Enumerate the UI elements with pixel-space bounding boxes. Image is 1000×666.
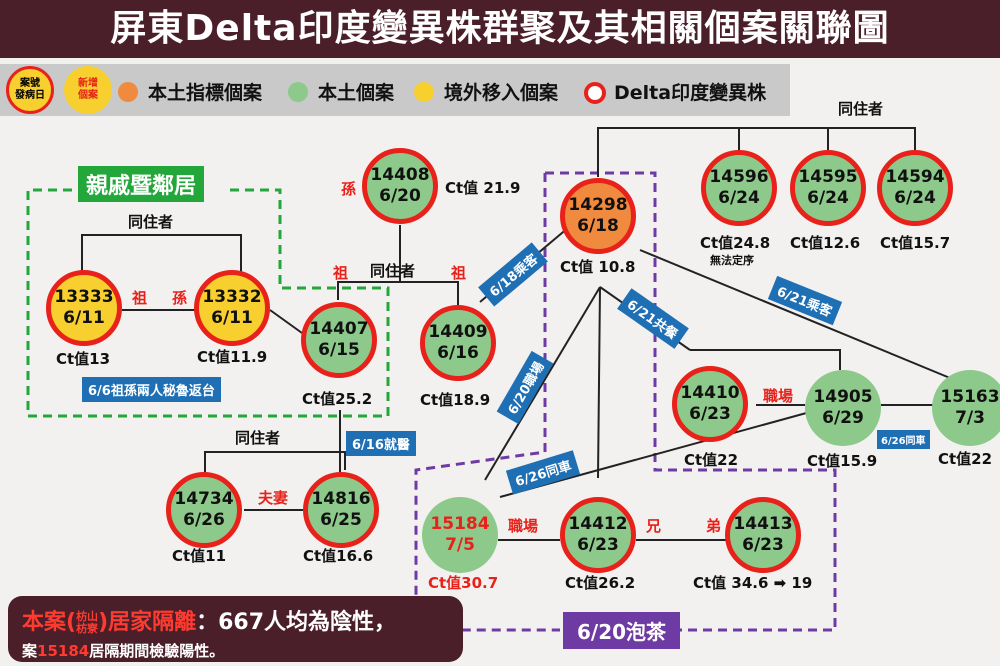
tag-hospital-0616: 6/16就醫 [346,431,416,456]
link-cohabit-top [597,127,916,177]
legend-index-label: 本土指標個案 [148,82,263,104]
ct-13332: Ct值11.9 [197,348,268,366]
ct-14734: Ct值11 [172,547,227,565]
relation-grand-13333: 祖 [132,289,148,307]
relation-grandchild-13332: 孫 [172,289,188,307]
ct-15184: Ct值30.7 [428,574,499,592]
relation-spouse: 夫妻 [258,489,289,507]
tag-same-car-0626-small: 6/26同車 [877,430,930,449]
link-cohabit-13333 [81,234,242,272]
quarantine-note-line1: 本案(枋山枋寮)居家隔離：667人均為陰性， [22,610,397,635]
quarantine-note-line2: 案15184居隔期間檢驗陽性。 [22,642,225,660]
quarantine-note-box [8,596,463,662]
relation-cohabit-14407: 同住者 [370,262,416,280]
ct-14594: Ct值15.7 [880,234,951,252]
relation-grandchild-14408: 孫 [341,180,357,198]
relation-younger-brother: 弟 [706,517,722,535]
legend-imported-label: 境外移入個案 [444,82,559,104]
legend-local-label: 本土個案 [318,82,395,104]
title-bar [0,0,1000,58]
ct-13333: Ct值13 [56,350,111,368]
relation-cohabit-13333: 同住者 [128,213,174,231]
relation-cohabit-top: 同住者 [838,100,884,118]
ct-14412: Ct值26.2 [565,574,636,592]
page-title: 屏東Delta印度變異株群聚及其相關個案關聯圖 [110,8,890,49]
legend-delta-swatch [584,82,606,104]
relation-grand-14409: 祖 [451,264,467,282]
relatives-group-border [26,188,390,418]
legend-index-swatch [118,82,138,102]
ct-note-14596: 無法定序 [710,254,754,267]
ct-14410: Ct值22 [684,451,739,469]
ct-14407: Ct值25.2 [302,390,373,408]
ct-14298: Ct值 10.8 [560,258,636,276]
ct-14408: Ct值 21.9 [445,179,521,197]
legend-badge-new-case: 新增 個案 [64,66,112,114]
ct-14816: Ct值16.6 [303,547,374,565]
relation-workplace-15184: 職場 [508,517,539,535]
ct-14595: Ct值12.6 [790,234,861,252]
relatives-group-label: 親戚暨鄰居 [78,166,205,202]
legend-delta-label: Delta印度變異株 [614,82,767,104]
legend-imported-swatch [414,82,434,102]
relation-workplace-14410: 職場 [763,387,794,405]
ct-14905: Ct值15.9 [807,452,878,470]
tea-group-label: 6/20泡茶 [563,612,681,649]
legend-badge-case-onset: 案號 發病日 [6,66,54,114]
tea-group-border [545,171,837,632]
relation-cohabit-14734: 同住者 [235,429,281,447]
tag-peru-return: 6/6祖孫兩人秘魯返台 [82,377,221,402]
relation-brother: 兄 [646,517,662,535]
ct-14413: Ct值 34.6 ➡ 19 [693,574,813,592]
relation-grand-14407: 祖 [333,264,349,282]
ct-14596: Ct值24.8 [700,234,771,252]
ct-15163: Ct值22 [938,450,993,468]
ct-14409: Ct值18.9 [420,391,491,409]
link-cohabit-14734 [204,451,346,477]
legend-local-swatch [288,82,308,102]
